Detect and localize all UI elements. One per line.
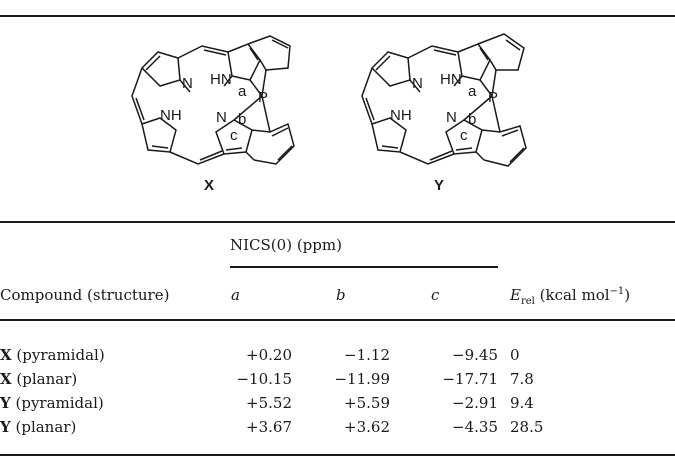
table-bottom-rule (0, 454, 675, 456)
table-row-1-a: +0.20 (246, 346, 292, 364)
table-row-4-compound: Y (planar) (0, 418, 77, 436)
table-row-4-a: +3.67 (246, 418, 292, 436)
erel-units: (kcal mol (534, 286, 610, 304)
top-rule (0, 15, 675, 17)
table-header-rule (0, 319, 675, 321)
ring-label-a: a (468, 83, 477, 100)
col-header-c: c (431, 286, 440, 304)
table-row-2-a: −10.15 (236, 370, 292, 388)
ring-label-c: c (460, 127, 468, 144)
table-row-2-c: −17.71 (442, 370, 498, 388)
table-row-2-erel: 7.8 (510, 370, 534, 388)
table-row-1-b: −1.12 (344, 346, 390, 364)
table-row-4-b: +3.62 (344, 418, 390, 436)
table-row-3-a: +5.52 (246, 394, 292, 412)
ring-label-b: b (238, 111, 246, 128)
atom-nh: NH (160, 107, 182, 124)
table-row-2-compound: X (planar) (0, 370, 78, 388)
table-row-4-erel: 28.5 (510, 418, 544, 436)
erel-subscript: rel (520, 296, 535, 307)
table-row-3-erel: 9.4 (510, 394, 534, 412)
atom-p: P (258, 89, 268, 106)
table-row-3-compound: Y (pyramidal) (0, 394, 104, 412)
structure-y: N HN NH N P a b c Y (361, 33, 527, 194)
erel-superscript: −1 (609, 286, 625, 297)
table-row-1-erel: 0 (510, 346, 520, 364)
figure-bottom-rule (0, 221, 675, 223)
atom-n: N (182, 75, 193, 92)
table-row-3-c: −2.91 (452, 394, 498, 412)
erel-close: ) (624, 286, 631, 304)
atom-n2: N (216, 109, 227, 126)
ring-label-a: a (238, 83, 247, 100)
col-header-compound: Compound (structure) (0, 286, 170, 304)
col-header-erel: Erel (kcal mol−1) (510, 286, 630, 307)
structure-label-x: X (204, 177, 214, 194)
atom-nh: NH (390, 107, 412, 124)
table-row-1-c: −9.45 (452, 346, 498, 364)
col-header-a: a (231, 286, 240, 304)
col-header-b: b (336, 286, 346, 304)
table-row-2-b: −11.99 (334, 370, 390, 388)
nics-group-header: NICS(0) (ppm) (230, 236, 342, 254)
ring-label-b: b (468, 111, 476, 128)
atom-hn: HN (210, 71, 232, 88)
table-row-4-c: −4.35 (452, 418, 498, 436)
table-row-1-compound: X (pyramidal) (0, 346, 105, 364)
atom-p: P (488, 89, 498, 106)
structure-x: N HN NH N P a b c X (131, 35, 295, 194)
structure-label-y: Y (434, 177, 444, 194)
ring-label-c: c (230, 127, 238, 144)
erel-symbol: E (510, 286, 521, 304)
table-row-3-b: +5.59 (344, 394, 390, 412)
atom-n: N (412, 75, 423, 92)
atom-hn: HN (440, 71, 462, 88)
atom-n2: N (446, 109, 457, 126)
nics-group-underline (230, 266, 498, 268)
